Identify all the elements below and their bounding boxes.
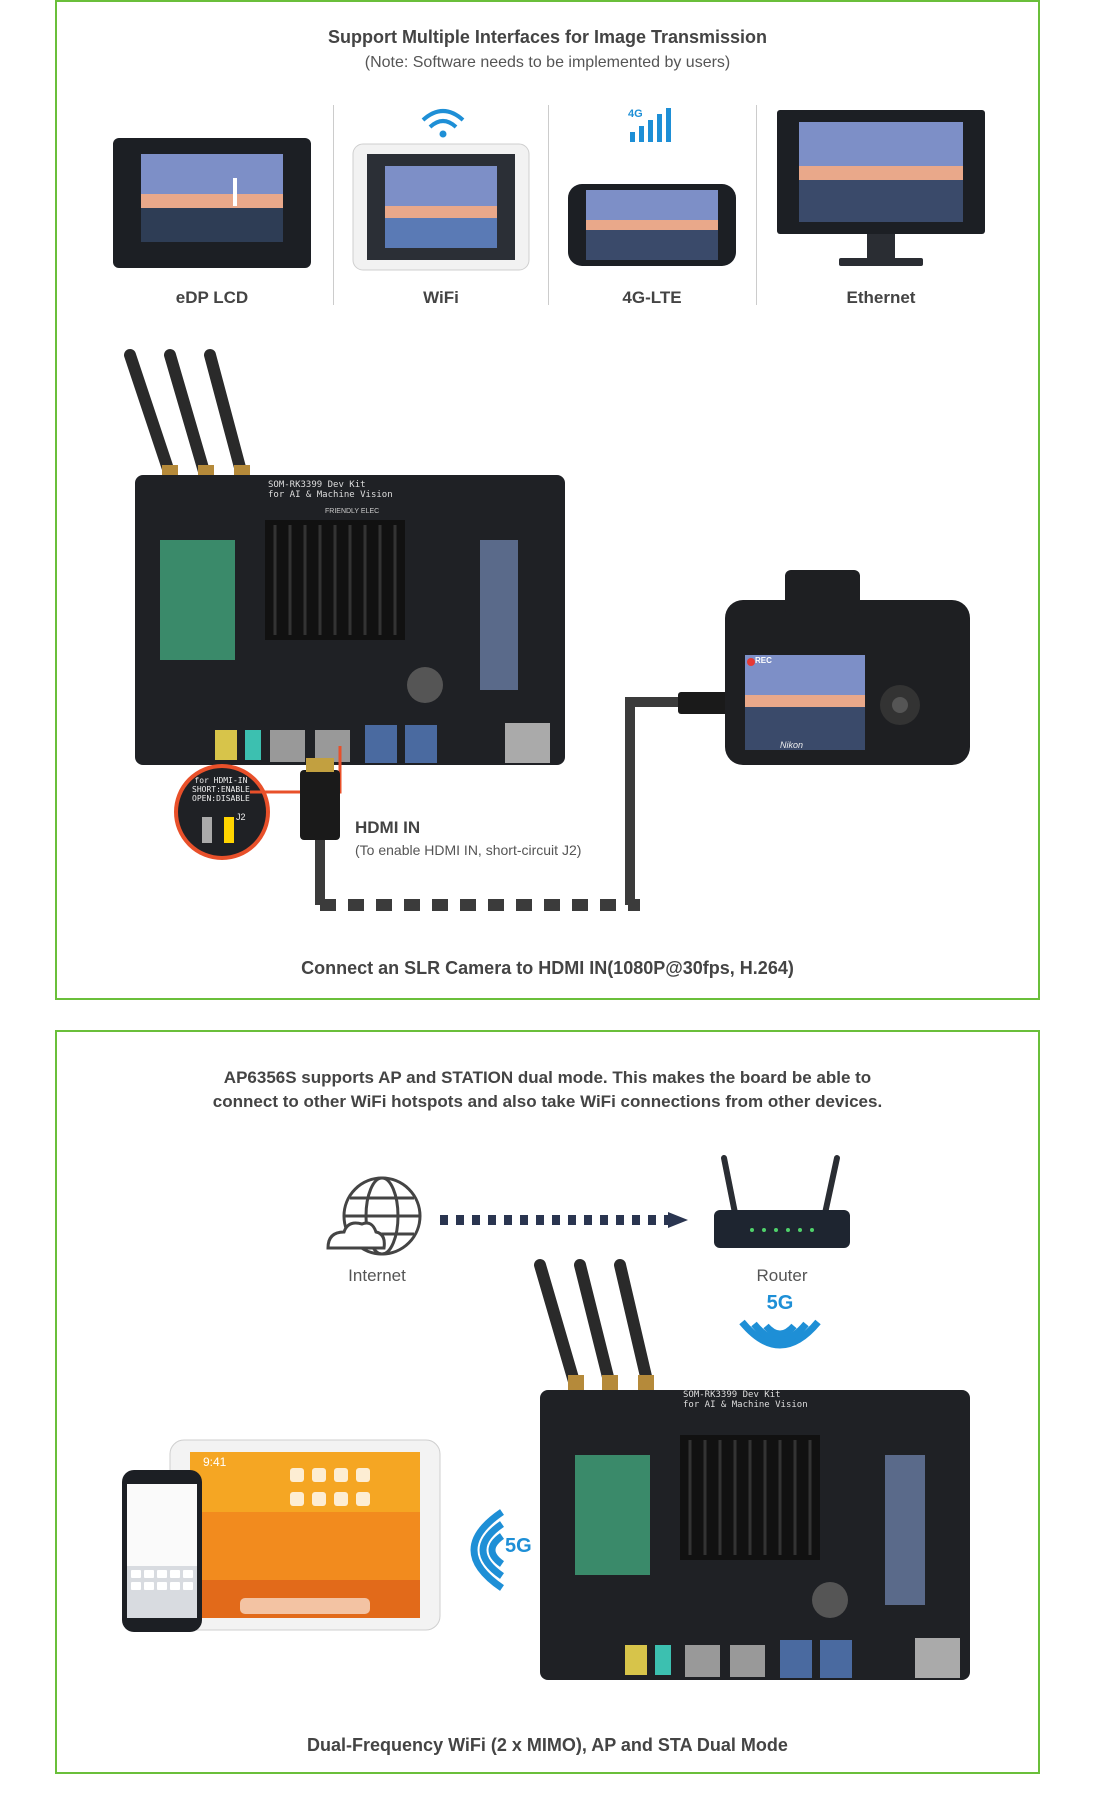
- globe-cloud-icon: [326, 1176, 422, 1256]
- signal-badge: 4G: [628, 108, 643, 120]
- panel2-title-line1: AP6356S supports AP and STATION dual mod…: [223, 1068, 872, 1087]
- wifi-waves-icon: [739, 1319, 821, 1349]
- wifi-icon: [421, 109, 465, 138]
- phone-icon: [568, 184, 736, 266]
- router-label: Router: [756, 1266, 808, 1285]
- jumper-callout: [174, 764, 270, 860]
- panel1-caption: Connect an SLR Camera to HDMI IN(1080P@3…: [301, 958, 794, 978]
- board-brand: FRIENDLY ELEC: [325, 508, 380, 515]
- hdmi-note: (To enable HDMI IN, short-circuit J2): [355, 842, 582, 858]
- signal-bars-icon: [630, 108, 671, 142]
- dev-board-image: [534, 1259, 970, 1680]
- interface-label-edp: eDP LCD: [175, 288, 249, 307]
- ipad-icon: [169, 1439, 441, 1631]
- panel2-caption: Dual-Frequency WiFi (2 x MIMO), AP and S…: [307, 1735, 788, 1755]
- panel1-note: (Note: Software needs to be implemented …: [364, 54, 731, 71]
- interface-label-wifi: WiFi: [423, 288, 459, 307]
- ipad-icon: [352, 143, 530, 271]
- hdmi-title: HDMI IN: [355, 818, 421, 837]
- devices-5g-badge: 5G: [505, 1535, 532, 1557]
- tablet-display-icon: [113, 138, 311, 268]
- board-label: SOM-RK3399 Dev Kit for AI & Machine Visi…: [683, 1390, 808, 1410]
- board-label: SOM-RK3399 Dev Kit for AI & Machine Visi…: [268, 480, 393, 500]
- divider: [333, 105, 334, 305]
- interface-label-4g: 4G-LTE: [622, 288, 682, 307]
- monitor-icon: [777, 110, 985, 266]
- jumper-text: for HDMI-IN SHORT:ENABLE OPEN:DISABLE: [192, 776, 250, 803]
- camera-cable: [625, 692, 738, 905]
- camera-brand: Nikon: [780, 740, 804, 750]
- router-5g-badge: 5G: [766, 1292, 794, 1314]
- interface-label-ethernet: Ethernet: [846, 288, 916, 307]
- wifi-waves-icon: [470, 1509, 505, 1591]
- panel1-title: Support Multiple Interfaces for Image Tr…: [327, 27, 768, 47]
- camera-rec: REC: [755, 656, 772, 665]
- jumper-label: J2: [236, 812, 246, 822]
- panel2-title-line2: connect to other WiFi hotspots and also …: [212, 1092, 883, 1111]
- divider: [548, 105, 549, 305]
- tablet-time: 9:41: [203, 1455, 227, 1469]
- divider: [756, 105, 757, 305]
- internet-label: Internet: [348, 1266, 406, 1285]
- dev-board-image: [124, 349, 565, 765]
- router-icon: [714, 1155, 850, 1248]
- dotted-arrow: [440, 1212, 688, 1228]
- hdmi-cable: [300, 758, 640, 911]
- phone-icon: [122, 1470, 202, 1632]
- camera-icon: [725, 570, 970, 765]
